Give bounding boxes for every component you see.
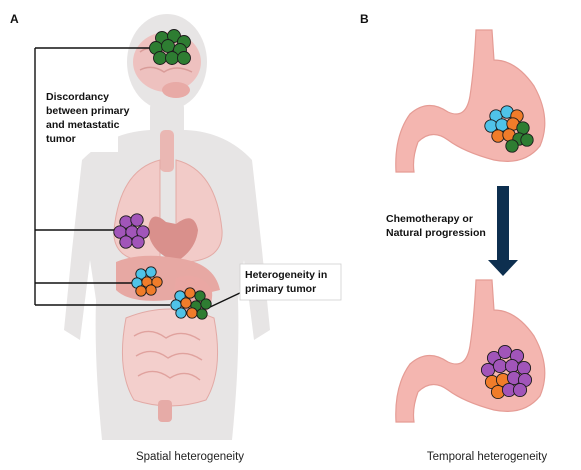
progression-arrow (488, 186, 518, 276)
orange-tumor-cell (180, 297, 192, 309)
orange-tumor-cell (184, 287, 196, 299)
brain-metastasis-cluster (149, 29, 191, 65)
orange-tumor-cell (186, 307, 198, 319)
green-tumor-cell (177, 51, 191, 65)
connector-lines (34, 47, 243, 309)
liver-metastasis-cluster (131, 266, 163, 297)
purple-tumor-cell (497, 344, 513, 360)
purple-tumor-cell (512, 382, 528, 398)
stomach-after (395, 279, 546, 423)
panel-b-letter: B (360, 12, 369, 26)
tumor-before-cluster (484, 105, 534, 153)
purple-tumor-cell (480, 362, 496, 378)
blue-tumor-cell (145, 266, 157, 278)
purple-tumor-cell (504, 358, 520, 374)
spatial-heterogeneity-caption: Spatial heterogeneity (136, 451, 244, 463)
purple-tumor-cell (492, 358, 508, 374)
blue-tumor-cell (175, 307, 187, 319)
transition-label: Chemotherapy or Natural progression (386, 213, 486, 239)
discordancy-label: Discordancy between primary and metastat… (46, 91, 132, 145)
tumor-after-cluster (480, 344, 533, 400)
green-tumor-cell (161, 39, 175, 53)
primary-tumor-label: Heterogeneity in primary tumor (245, 269, 330, 295)
primary-tumor-cluster (170, 287, 212, 320)
green-tumor-cell (200, 298, 212, 310)
temporal-heterogeneity-caption: Temporal heterogeneity (427, 451, 547, 463)
purple-tumor-cell (130, 213, 144, 227)
purple-tumor-cell (516, 360, 532, 376)
primary-label-box (239, 263, 342, 301)
green-tumor-cell (520, 133, 534, 147)
discordancy-label-box (41, 86, 118, 152)
stomach-before (395, 29, 546, 173)
panel-a-letter: A (10, 12, 19, 26)
orange-tumor-cell (145, 284, 157, 296)
green-tumor-cell (165, 51, 179, 65)
orange-tumor-cell (491, 129, 505, 143)
green-tumor-cell (196, 308, 208, 320)
purple-tumor-cell (131, 235, 145, 249)
green-tumor-cell (194, 290, 206, 302)
green-tumor-cell (516, 121, 530, 135)
orange-tumor-cell (151, 276, 163, 288)
lung-metastasis-cluster (113, 213, 150, 249)
orange-tumor-cell (135, 285, 147, 297)
purple-tumor-cell (119, 235, 133, 249)
heart-organ (148, 216, 198, 262)
green-tumor-cell (153, 51, 167, 65)
trachea (160, 130, 174, 172)
green-tumor-cell (505, 139, 519, 153)
